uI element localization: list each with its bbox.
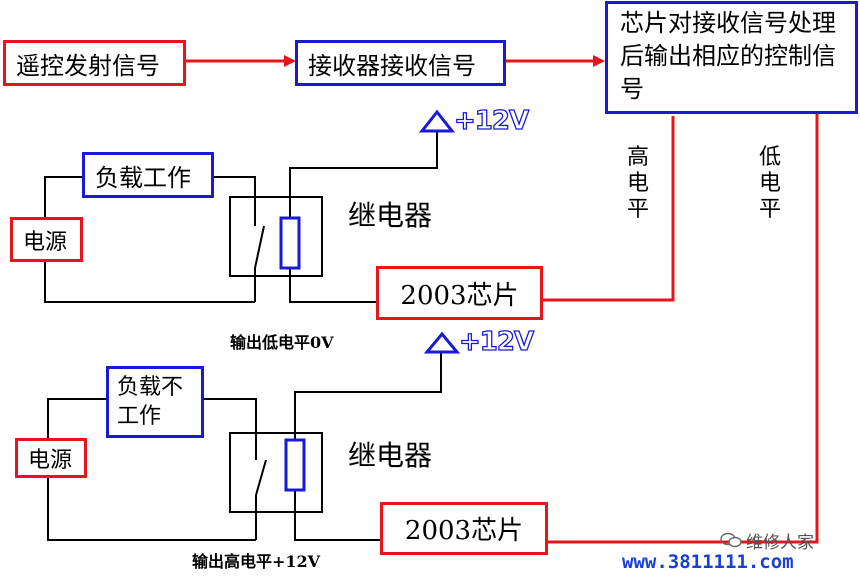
receiver-signal-label: 接收器接收信号 (308, 51, 476, 80)
low-level-line (548, 112, 819, 544)
circuit2-load-box: 负载不工作 (106, 366, 204, 438)
circuit2-wiring (47, 353, 442, 541)
circuit1-load-label: 负载工作 (95, 163, 191, 192)
circuit1-voltage-symbol (418, 109, 456, 133)
high-level-line (543, 116, 675, 302)
circuit2-power-label: 电源 (28, 448, 73, 473)
circuit2-voltage-symbol (423, 331, 461, 354)
flow-arrow-2 (506, 55, 605, 67)
circuit1-voltage-label: +12V (453, 105, 529, 136)
circuit1-chip-label: 2003芯片 (400, 280, 519, 311)
circuit2-chip-label: 2003芯片 (404, 516, 524, 546)
circuit2-load-label: 负载不工作 (117, 375, 184, 429)
circuit1-relay-coil (279, 216, 301, 270)
remote-signal-label: 遥控发射信号 (16, 51, 160, 80)
high-level-label: 高电平 (626, 145, 649, 222)
circuit1-wiring (44, 132, 438, 303)
circuit1-load-box: 负载工作 (82, 152, 214, 198)
circuit1-chip-box: 2003芯片 (376, 266, 543, 320)
circuit1-output-label: 输出低电平0V (230, 333, 334, 352)
circuit2-output-label: 输出高电平+12V (192, 552, 321, 571)
chat-bubble-icon (720, 532, 742, 553)
chip-process-label: 芯片对接收信号处理后输出相应的控制信号 (620, 9, 836, 103)
low-level-label: 低电平 (758, 145, 781, 222)
remote-signal-box: 遥控发射信号 (3, 40, 186, 86)
flow-arrow-1 (186, 55, 296, 67)
circuit1-power-label: 电源 (23, 229, 68, 255)
watermark-url: www.3811111.com (622, 551, 794, 573)
circuit2-relay-label: 继电器 (348, 439, 433, 472)
circuit2-chip-box: 2003芯片 (380, 502, 548, 555)
chip-process-box: 芯片对接收信号处理后输出相应的控制信号 (605, 1, 858, 114)
circuit2-voltage-label: +12V (458, 326, 534, 357)
circuit1-relay-label: 继电器 (348, 199, 433, 232)
circuit2-power-box: 电源 (15, 438, 87, 478)
circuit1-power-box: 电源 (10, 217, 83, 262)
watermark-brand-label: 维修人家 (746, 533, 814, 553)
watermark-brand: 维修人家 (720, 528, 814, 553)
circuit2-relay-coil (284, 438, 306, 492)
receiver-signal-box: 接收器接收信号 (295, 40, 506, 86)
